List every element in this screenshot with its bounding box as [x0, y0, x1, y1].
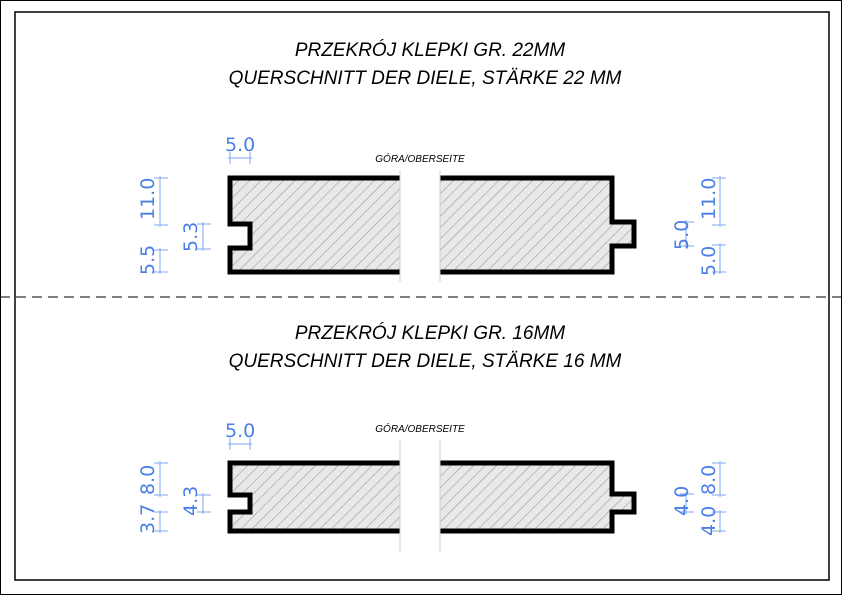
board-right-part	[440, 175, 637, 275]
dimension-left-top: 8.0	[137, 461, 168, 497]
dimension-value: 11.0	[137, 178, 159, 220]
dimension-right-bottom: 5.0	[698, 243, 726, 276]
dimension-left-top: 11.0	[137, 176, 168, 227]
dimension-right-top: 11.0	[698, 176, 726, 227]
title-de: QUERSCHNITT DER DIELE, STÄRKE 16 MM	[229, 351, 622, 372]
title-de: QUERSCHNITT DER DIELE, STÄRKE 22 MM	[229, 68, 622, 89]
dimension-value: 4.3	[180, 486, 202, 516]
dimension-left-bottom: 3.7	[137, 504, 168, 534]
section-16mm: PRZEKRÓJ KLEPKI GR. 16MM QUERSCHNITT DER…	[137, 322, 726, 552]
dimension-value: 8.0	[698, 465, 720, 495]
dimension-right-bottom: 4.0	[698, 506, 726, 536]
dimension-tongue-width: 5.0	[671, 220, 694, 250]
board-right-part	[440, 460, 637, 534]
dimension-value: 5.0	[671, 220, 693, 250]
dimension-value: 3.7	[137, 504, 159, 534]
dimension-value: 4.0	[671, 486, 693, 516]
dimension-value: 5.0	[225, 420, 255, 442]
dimension-left-bottom: 5.5	[137, 245, 168, 275]
dimension-groove-depth: 5.0	[225, 420, 255, 450]
dimension-value: 8.0	[137, 465, 159, 495]
title-pl: PRZEKRÓJ KLEPKI GR. 16MM	[295, 322, 565, 344]
top-side-label: GÓRA/OBERSEITE	[375, 152, 465, 165]
dimension-value: 5.3	[180, 222, 202, 252]
break-gap	[402, 440, 438, 552]
section-22mm: PRZEKRÓJ KLEPKI GR. 22MM QUERSCHNITT DER…	[137, 39, 726, 282]
board-left-part	[227, 460, 400, 534]
dimension-right-top: 8.0	[698, 461, 726, 497]
dimension-value: 5.0	[225, 134, 255, 156]
drawing-border	[14, 11, 830, 581]
title-pl: PRZEKRÓJ KLEPKI GR. 22MM	[295, 39, 565, 61]
dimension-value: 4.0	[698, 506, 720, 536]
break-gap	[402, 170, 438, 282]
dimension-value: 11.0	[698, 178, 720, 220]
dimension-groove-depth: 5.0	[225, 134, 255, 164]
dimension-tongue-width: 4.0	[671, 486, 694, 516]
board-left-part	[227, 175, 400, 275]
dimension-value: 5.5	[137, 245, 159, 275]
top-side-label: GÓRA/OBERSEITE	[375, 422, 465, 435]
dimension-groove-width: 5.3	[180, 222, 211, 252]
dimension-value: 5.0	[698, 246, 720, 276]
dimension-groove-width: 4.3	[180, 486, 211, 516]
